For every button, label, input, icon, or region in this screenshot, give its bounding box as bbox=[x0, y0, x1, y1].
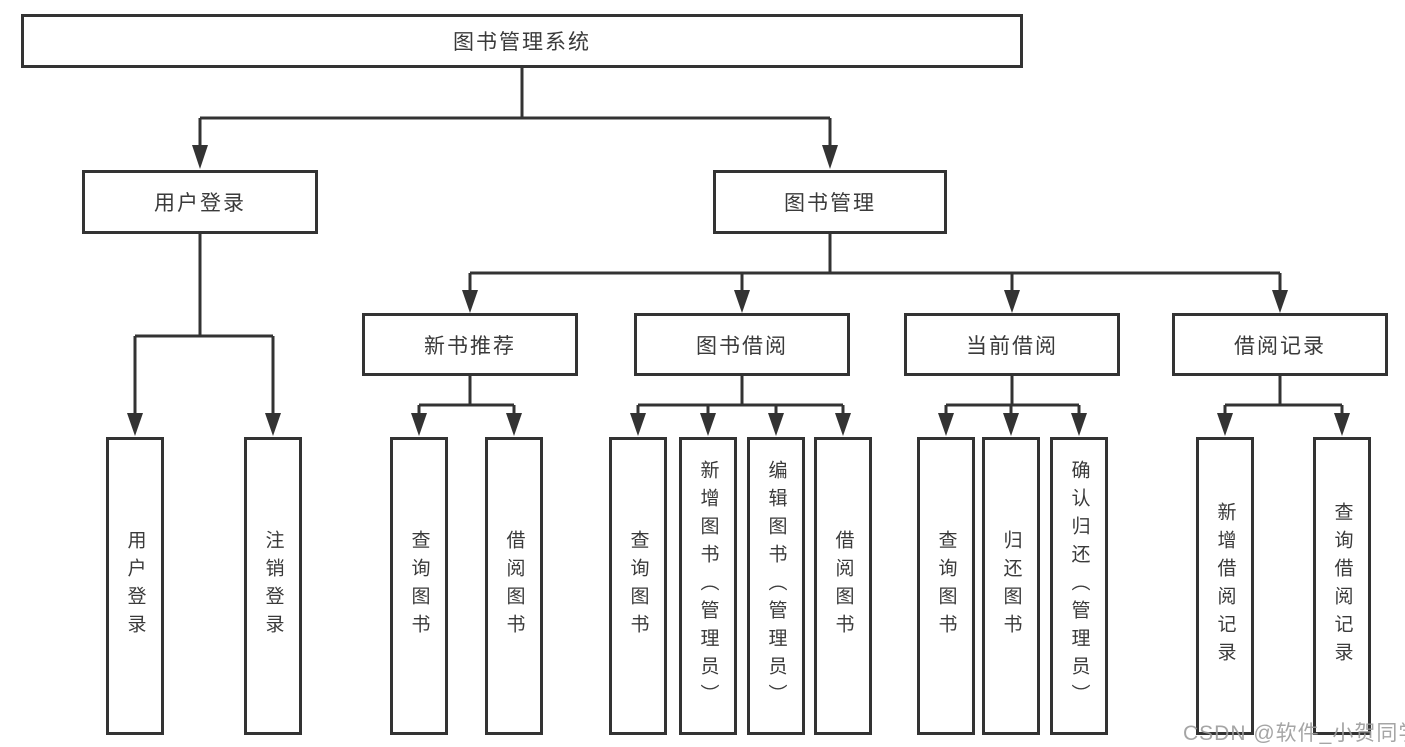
node-user-login-label: 用户登录 bbox=[154, 192, 246, 215]
leaf-confirm-return-admin-label: 确认归还（管理员） bbox=[1068, 460, 1090, 712]
leaf-query-book-recommend-label: 查询图书 bbox=[408, 530, 430, 642]
leaf-add-book-admin-label: 新增图书（管理员） bbox=[697, 460, 719, 712]
leaf-logout-label: 注销登录 bbox=[262, 530, 284, 642]
leaf-add-borrow-record-label: 新增借阅记录 bbox=[1214, 502, 1236, 670]
leaf-borrow-book-recommend: 借阅图书 bbox=[485, 437, 543, 735]
node-book-borrow: 图书借阅 bbox=[634, 313, 850, 376]
node-borrow-records-label: 借阅记录 bbox=[1234, 334, 1326, 358]
leaf-query-book-current: 查询图书 bbox=[917, 437, 975, 735]
node-library-system: 图书管理系统 bbox=[21, 14, 1023, 68]
leaf-return-book-label: 归还图书 bbox=[1000, 530, 1022, 642]
node-current-borrow-label: 当前借阅 bbox=[966, 334, 1058, 358]
leaf-query-book-borrow-label: 查询图书 bbox=[627, 530, 649, 642]
leaf-edit-book-admin-label: 编辑图书（管理员） bbox=[765, 460, 787, 712]
leaf-borrow-book-recommend-label: 借阅图书 bbox=[503, 530, 525, 642]
csdn-watermark: CSDN @软件_小贺同学 bbox=[1183, 722, 1405, 745]
arrowheads bbox=[127, 145, 1350, 436]
leaf-user-login-label: 用户登录 bbox=[124, 530, 146, 642]
leaf-query-borrow-record: 查询借阅记录 bbox=[1313, 437, 1371, 735]
node-book-management: 图书管理 bbox=[713, 170, 947, 234]
node-library-system-label: 图书管理系统 bbox=[453, 31, 591, 54]
node-new-book-recommend-label: 新书推荐 bbox=[424, 334, 516, 358]
leaf-borrow-book: 借阅图书 bbox=[814, 437, 872, 735]
leaf-borrow-book-label: 借阅图书 bbox=[832, 530, 854, 642]
leaf-query-book-borrow: 查询图书 bbox=[609, 437, 667, 735]
leaf-user-login: 用户登录 bbox=[106, 437, 164, 735]
node-book-management-label: 图书管理 bbox=[784, 192, 876, 215]
leaf-return-book: 归还图书 bbox=[982, 437, 1040, 735]
leaf-edit-book-admin: 编辑图书（管理员） bbox=[747, 437, 805, 735]
leaf-query-book-current-label: 查询图书 bbox=[935, 530, 957, 642]
leaf-add-book-admin: 新增图书（管理员） bbox=[679, 437, 737, 735]
leaf-query-borrow-record-label: 查询借阅记录 bbox=[1331, 502, 1353, 670]
connector-paths bbox=[133, 68, 1344, 414]
leaf-add-borrow-record: 新增借阅记录 bbox=[1196, 437, 1254, 735]
leaf-query-book-recommend: 查询图书 bbox=[390, 437, 448, 735]
node-new-book-recommend: 新书推荐 bbox=[362, 313, 578, 376]
leaf-confirm-return-admin: 确认归还（管理员） bbox=[1050, 437, 1108, 735]
node-user-login: 用户登录 bbox=[82, 170, 318, 234]
node-book-borrow-label: 图书借阅 bbox=[696, 334, 788, 358]
leaf-logout: 注销登录 bbox=[244, 437, 302, 735]
node-borrow-records: 借阅记录 bbox=[1172, 313, 1388, 376]
node-current-borrow: 当前借阅 bbox=[904, 313, 1120, 376]
